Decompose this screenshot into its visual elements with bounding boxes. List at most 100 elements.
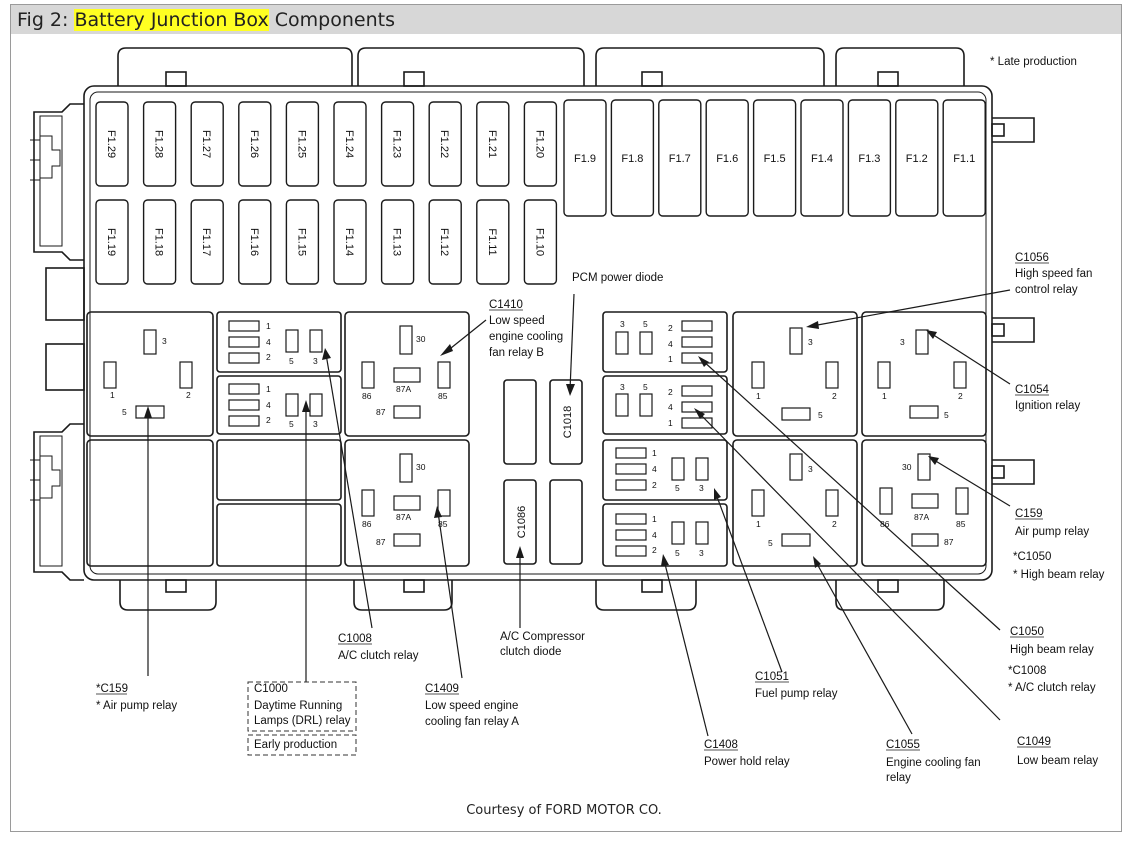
- callout-c1056-text: control relay: [1015, 284, 1078, 296]
- top-tab-1: [117, 47, 353, 86]
- callout-pcm-text: PCM power diode: [572, 272, 663, 284]
- leader-c1008: [325, 353, 373, 629]
- pin-label: 1: [668, 418, 673, 428]
- bottom-tab-3: [595, 580, 697, 611]
- callout-c1050-star-text: * High beam relay: [1013, 569, 1105, 581]
- callout-c1410-id: C1410: [489, 299, 523, 311]
- bottom-latch-2: [403, 579, 425, 593]
- pin-label: 4: [668, 402, 673, 412]
- fuse-label: F1.3: [858, 153, 880, 165]
- callout-c1051-text: Fuel pump relay: [755, 688, 838, 700]
- relay-c1054: [861, 311, 987, 437]
- pin-label: 3: [900, 337, 905, 347]
- micro-relay-c1000: [216, 375, 342, 435]
- fuse-slot: [238, 199, 272, 285]
- callout-c1056-id: C1056: [1015, 252, 1049, 264]
- top-latch-1: [165, 71, 187, 87]
- pin-label: 3: [620, 319, 625, 329]
- pin-label: 3: [699, 483, 704, 493]
- pin-label: 5: [818, 410, 823, 420]
- fuse-slot: [95, 101, 129, 187]
- relay-c159-right: [861, 439, 987, 567]
- pin-label: 87: [376, 537, 386, 547]
- pin-label: 4: [266, 400, 271, 410]
- fuse-label: F1.10: [533, 228, 545, 256]
- pin-label: 3: [699, 548, 704, 558]
- callout-c1056-text: High speed fan: [1015, 268, 1092, 280]
- callout-c1410-text: fan relay B: [489, 347, 544, 359]
- left-connector-lower: [33, 423, 84, 581]
- fuse-slot: [610, 99, 655, 217]
- callout-c1054-text: Ignition relay: [1015, 400, 1080, 412]
- callout-c1000-text: Daytime Running: [254, 700, 342, 712]
- callout-c1050-id: C1050: [1010, 626, 1044, 638]
- pin-label: 85: [438, 519, 448, 529]
- pin-label: 5: [643, 319, 648, 329]
- pin-label: 1: [266, 384, 271, 394]
- pin-label: 1: [882, 391, 887, 401]
- fuse-label: F1.22: [438, 130, 450, 158]
- top-latch-4: [877, 71, 899, 87]
- relay-c1410: [344, 311, 470, 437]
- callout-c1008-star-id: *C1008: [1008, 665, 1046, 677]
- fuse-label: F1.7: [669, 153, 691, 165]
- relay-c159-left: [86, 311, 214, 437]
- callout-c159-left-id: *C159: [96, 683, 128, 695]
- relay-c1409: [344, 439, 470, 567]
- fuse-slot: [658, 99, 702, 217]
- fuse-label: F1.29: [105, 130, 117, 158]
- right-tab-1: [992, 117, 1035, 143]
- pin-label: 4: [266, 337, 271, 347]
- title-prefix: Fig 2:: [17, 9, 75, 31]
- pin-label: 1: [756, 391, 761, 401]
- pin-label: 3: [808, 464, 813, 474]
- bottom-tab-4: [835, 580, 945, 611]
- fuse-label: F1.26: [248, 130, 260, 158]
- pin-label: 3: [808, 337, 813, 347]
- fuse-slot: [142, 199, 177, 285]
- pin-label: 4: [668, 339, 673, 349]
- leader-c1409: [437, 511, 463, 679]
- callout-c1000-note: Early production: [254, 739, 337, 751]
- leader-c1049: [697, 411, 1001, 721]
- diode-slot-empty-1: [503, 379, 537, 465]
- fuse-label: F1.17: [200, 228, 212, 256]
- bottom-tab-1: [119, 580, 217, 611]
- callout-c1409-text: cooling fan relay A: [425, 716, 519, 728]
- leader-c1054: [931, 333, 1011, 385]
- micro-relay-c1050: [602, 311, 728, 373]
- pin-label: 86: [880, 519, 890, 529]
- right-tab-3: [992, 459, 1035, 485]
- fuse-slot: [428, 199, 462, 285]
- pin-label: 2: [186, 390, 191, 400]
- callout-c159-right-text: Air pump relay: [1015, 526, 1089, 538]
- diode-c1018: [549, 379, 583, 465]
- fuse-slot: [428, 101, 462, 187]
- pin-label: 86: [362, 519, 372, 529]
- micro-slot-empty-2: [216, 503, 342, 567]
- callout-c1055-text: Engine cooling fan: [886, 757, 981, 769]
- pin-label: 4: [652, 530, 657, 540]
- diode-slot-empty-2: [549, 479, 583, 565]
- left-block-a: [45, 267, 85, 321]
- c1000-dashed-box: [247, 681, 357, 732]
- callout-c1409-id: C1409: [425, 683, 459, 695]
- top-tab-4: [835, 47, 965, 86]
- fuse-slot: [476, 101, 510, 187]
- fuse-slot: [476, 199, 510, 285]
- top-tab-3: [595, 47, 825, 86]
- figure-title: Fig 2: Battery Junction Box Components: [17, 9, 395, 31]
- fuse-label: F1.28: [153, 130, 165, 158]
- pin-label: 3: [162, 336, 167, 346]
- pin-label: 1: [756, 519, 761, 529]
- pin-label: 5: [289, 419, 294, 429]
- bottom-latch-4: [877, 579, 899, 593]
- leader-c159-right: [933, 459, 1011, 507]
- right-tab-2: [992, 317, 1035, 343]
- left-block-b: [45, 343, 85, 391]
- fuse-label: F1.12: [438, 228, 450, 256]
- title-suffix: Components: [268, 9, 395, 31]
- leader-c1055: [815, 561, 913, 735]
- pin-label: 2: [832, 391, 837, 401]
- pin-label: 1: [110, 390, 115, 400]
